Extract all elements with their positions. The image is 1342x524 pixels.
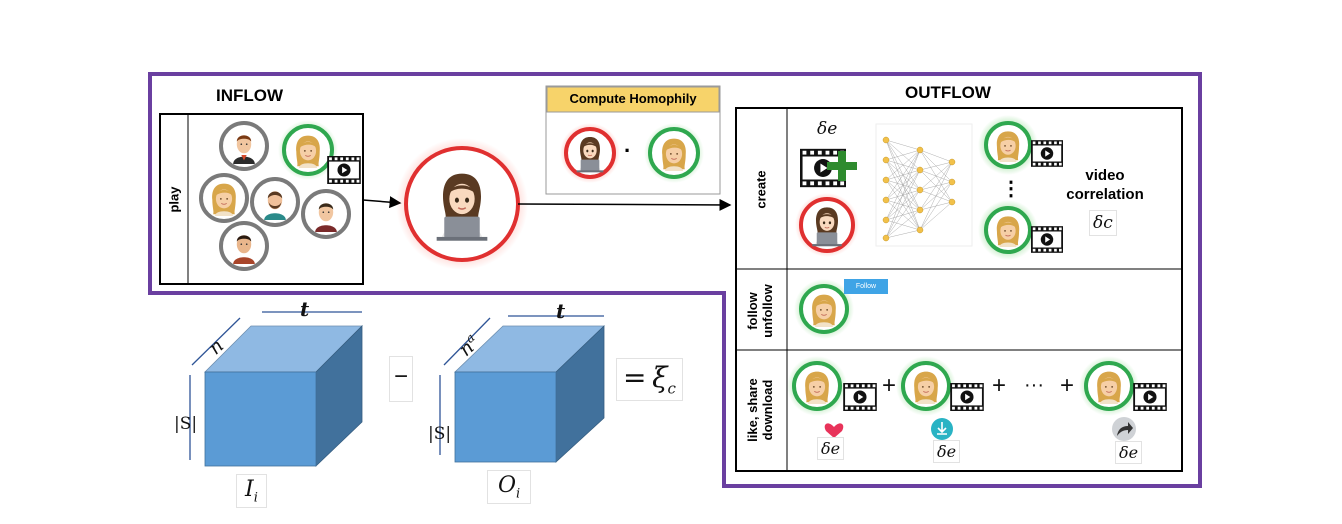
label-xi-c: = ξc: [616, 358, 683, 401]
inflow-title: INFLOW: [216, 86, 284, 105]
horizontal-ellipsis: ···: [1024, 374, 1044, 396]
homophily-label: Compute Homophily: [569, 91, 697, 106]
label-inflow-tensor: Ii: [236, 474, 267, 509]
arrow-inflow-to-user: [362, 196, 402, 209]
nn-node: [948, 158, 956, 166]
creator-avatar: [795, 193, 859, 257]
nn-node: [882, 176, 890, 184]
share-icon: [1112, 417, 1136, 441]
follow-button[interactable]: Follow: [844, 279, 888, 294]
create-row-label: create: [753, 170, 769, 209]
nn-node: [916, 166, 924, 174]
plus-icon: [827, 151, 857, 181]
like-share-avatars: [787, 356, 1167, 416]
label-s-2: |S|: [428, 424, 452, 444]
inflow-outflow-frame: [148, 72, 1202, 488]
plus-sign-1: +: [882, 372, 897, 399]
inflow-tensor-cube: [189, 311, 363, 467]
central-user: [396, 138, 528, 270]
minus-sign: −: [389, 356, 413, 402]
label-s-1: |S|: [174, 414, 198, 434]
homophily-avatars: [560, 123, 704, 183]
plus-sign-3: +: [1060, 372, 1075, 399]
nn-node: [882, 196, 890, 204]
nn-node: [916, 226, 924, 234]
plus-sign-2: +: [992, 372, 1007, 399]
inflow-avatars: [199, 120, 361, 271]
nn-node: [916, 206, 924, 214]
delta-e-download: δe: [933, 440, 961, 463]
nn-node: [916, 186, 924, 194]
label-t-2: t: [556, 299, 566, 323]
homophily-operator: ·: [624, 138, 632, 163]
delta-e-share: δe: [1115, 441, 1143, 464]
download-icon: [931, 418, 953, 440]
nn-node: [882, 136, 890, 144]
correlated-videos: [978, 115, 1063, 260]
heart-icon: [824, 423, 844, 438]
nn-node: [882, 216, 890, 224]
follow-avatar: [794, 279, 854, 339]
arrow-user-to-outflow: [517, 198, 732, 211]
delta-e-like: δe: [817, 437, 845, 460]
delta-e-create: δe: [817, 119, 838, 139]
nn-node: [882, 156, 890, 164]
label-outflow-tensor: Oi: [487, 470, 532, 505]
neural-network-icon: [875, 123, 973, 247]
outflow-tensor-cube: [439, 315, 605, 463]
nn-node: [948, 178, 956, 186]
nn-node: [882, 234, 890, 242]
nn-node: [948, 198, 956, 206]
inflow-row-label: play: [166, 186, 182, 213]
outflow-title: OUTFLOW: [905, 83, 991, 102]
vertical-ellipsis: ⋮: [1001, 178, 1021, 200]
delta-c: δc: [1089, 210, 1117, 236]
label-t-1: t: [300, 297, 310, 321]
nn-node: [916, 146, 924, 154]
